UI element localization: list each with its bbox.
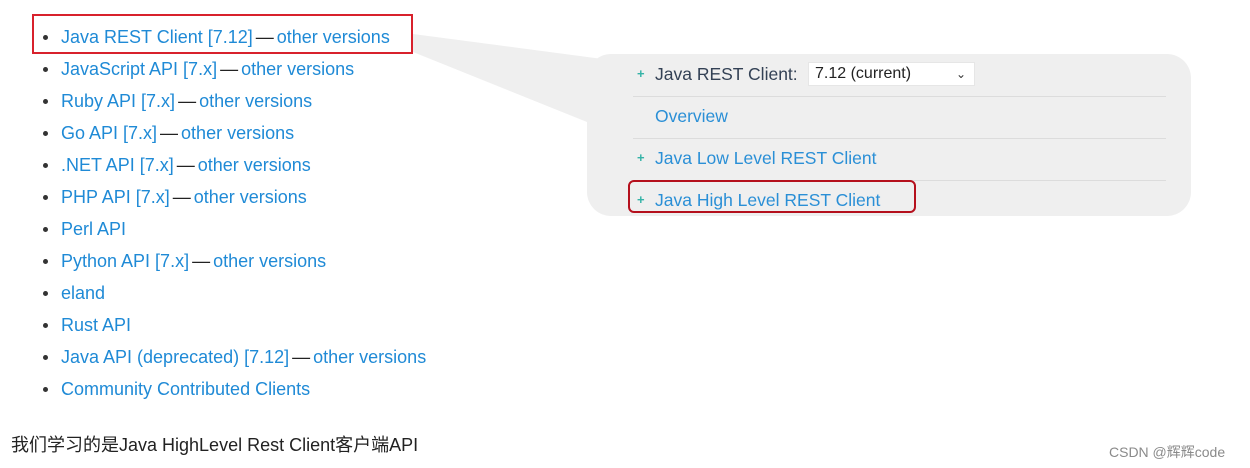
rest-client-label: Java REST Client: [655, 64, 798, 84]
expand-plus-icon[interactable]: + [637, 66, 645, 81]
separator: — [255, 27, 274, 47]
panel-row-overview[interactable]: Overview [633, 96, 1166, 139]
client-link[interactable]: eland [61, 283, 106, 303]
client-item-python: Python API [7.x]—other versions [36, 246, 426, 278]
separator: — [176, 155, 195, 175]
client-item-javascript: JavaScript API [7.x]—other versions [36, 54, 426, 86]
version-select-value: 7.12 (current) [815, 65, 912, 82]
callout-arrow-shape [413, 34, 610, 124]
separator: — [292, 347, 311, 367]
client-item-java-rest: Java REST Client [7.12]—other versions [36, 22, 426, 54]
other-versions-link[interactable]: other versions [276, 27, 390, 47]
client-link[interactable]: .NET API [7.x] [61, 155, 174, 175]
client-link[interactable]: Ruby API [7.x] [61, 91, 176, 111]
other-versions-link[interactable]: other versions [193, 187, 307, 207]
client-link[interactable]: Python API [7.x] [61, 251, 190, 271]
separator: — [192, 251, 211, 271]
caption-text: 我们学习的是Java HighLevel Rest Client客户端API [11, 435, 419, 455]
client-link[interactable]: Perl API [61, 219, 127, 239]
highlight-box-java-rest [32, 14, 413, 54]
client-link[interactable]: PHP API [7.x] [61, 187, 170, 207]
other-versions-link[interactable]: other versions [313, 347, 427, 367]
watermark: CSDN @辉辉code [1109, 444, 1226, 460]
client-item-go: Go API [7.x]—other versions [36, 118, 426, 150]
client-item-community: Community Contributed Clients [36, 374, 426, 406]
other-versions-link[interactable]: other versions [241, 59, 355, 79]
overview-link[interactable]: Overview [655, 106, 728, 126]
client-item-ruby: Ruby API [7.x]—other versions [36, 86, 426, 118]
panel-row-low-level[interactable]: + Java Low Level REST Client [633, 138, 1166, 181]
client-link[interactable]: Java API (deprecated) [7.12] [61, 347, 290, 367]
versions-panel: + Java REST Client: 7.12 (current) ⌄ Ove… [587, 54, 1191, 216]
panel-row-rest-client: + Java REST Client: 7.12 (current) ⌄ [633, 54, 1166, 97]
client-link[interactable]: Java REST Client [7.12] [61, 27, 253, 47]
separator: — [160, 123, 179, 143]
panel-row-high-level[interactable]: + Java High Level REST Client [633, 180, 1166, 222]
expand-plus-icon[interactable]: + [637, 150, 645, 165]
client-link[interactable]: Community Contributed Clients [61, 379, 311, 399]
highlight-box-high-level [628, 180, 916, 213]
client-link[interactable]: Rust API [61, 315, 132, 335]
separator: — [172, 187, 191, 207]
client-item-eland: eland [36, 278, 426, 310]
separator: — [220, 59, 239, 79]
low-level-client-link[interactable]: Java Low Level REST Client [655, 148, 877, 168]
chevron-down-icon: ⌄ [955, 67, 966, 81]
client-list: Java REST Client [7.12]—other versions J… [36, 22, 426, 406]
version-select[interactable]: 7.12 (current) ⌄ [808, 62, 975, 86]
client-item-java-deprecated: Java API (deprecated) [7.12]—other versi… [36, 342, 426, 374]
client-item-perl: Perl API [36, 214, 426, 246]
client-item-dotnet: .NET API [7.x]—other versions [36, 150, 426, 182]
other-versions-link[interactable]: other versions [199, 91, 313, 111]
high-level-client-link[interactable]: Java High Level REST Client [655, 190, 881, 210]
other-versions-link[interactable]: other versions [181, 123, 295, 143]
other-versions-link[interactable]: other versions [197, 155, 311, 175]
other-versions-link[interactable]: other versions [213, 251, 327, 271]
client-link[interactable]: Go API [7.x] [61, 123, 158, 143]
expand-plus-icon[interactable]: + [637, 192, 645, 207]
separator: — [178, 91, 197, 111]
client-item-php: PHP API [7.x]—other versions [36, 182, 426, 214]
client-link[interactable]: JavaScript API [7.x] [61, 59, 218, 79]
client-item-rust: Rust API [36, 310, 426, 342]
